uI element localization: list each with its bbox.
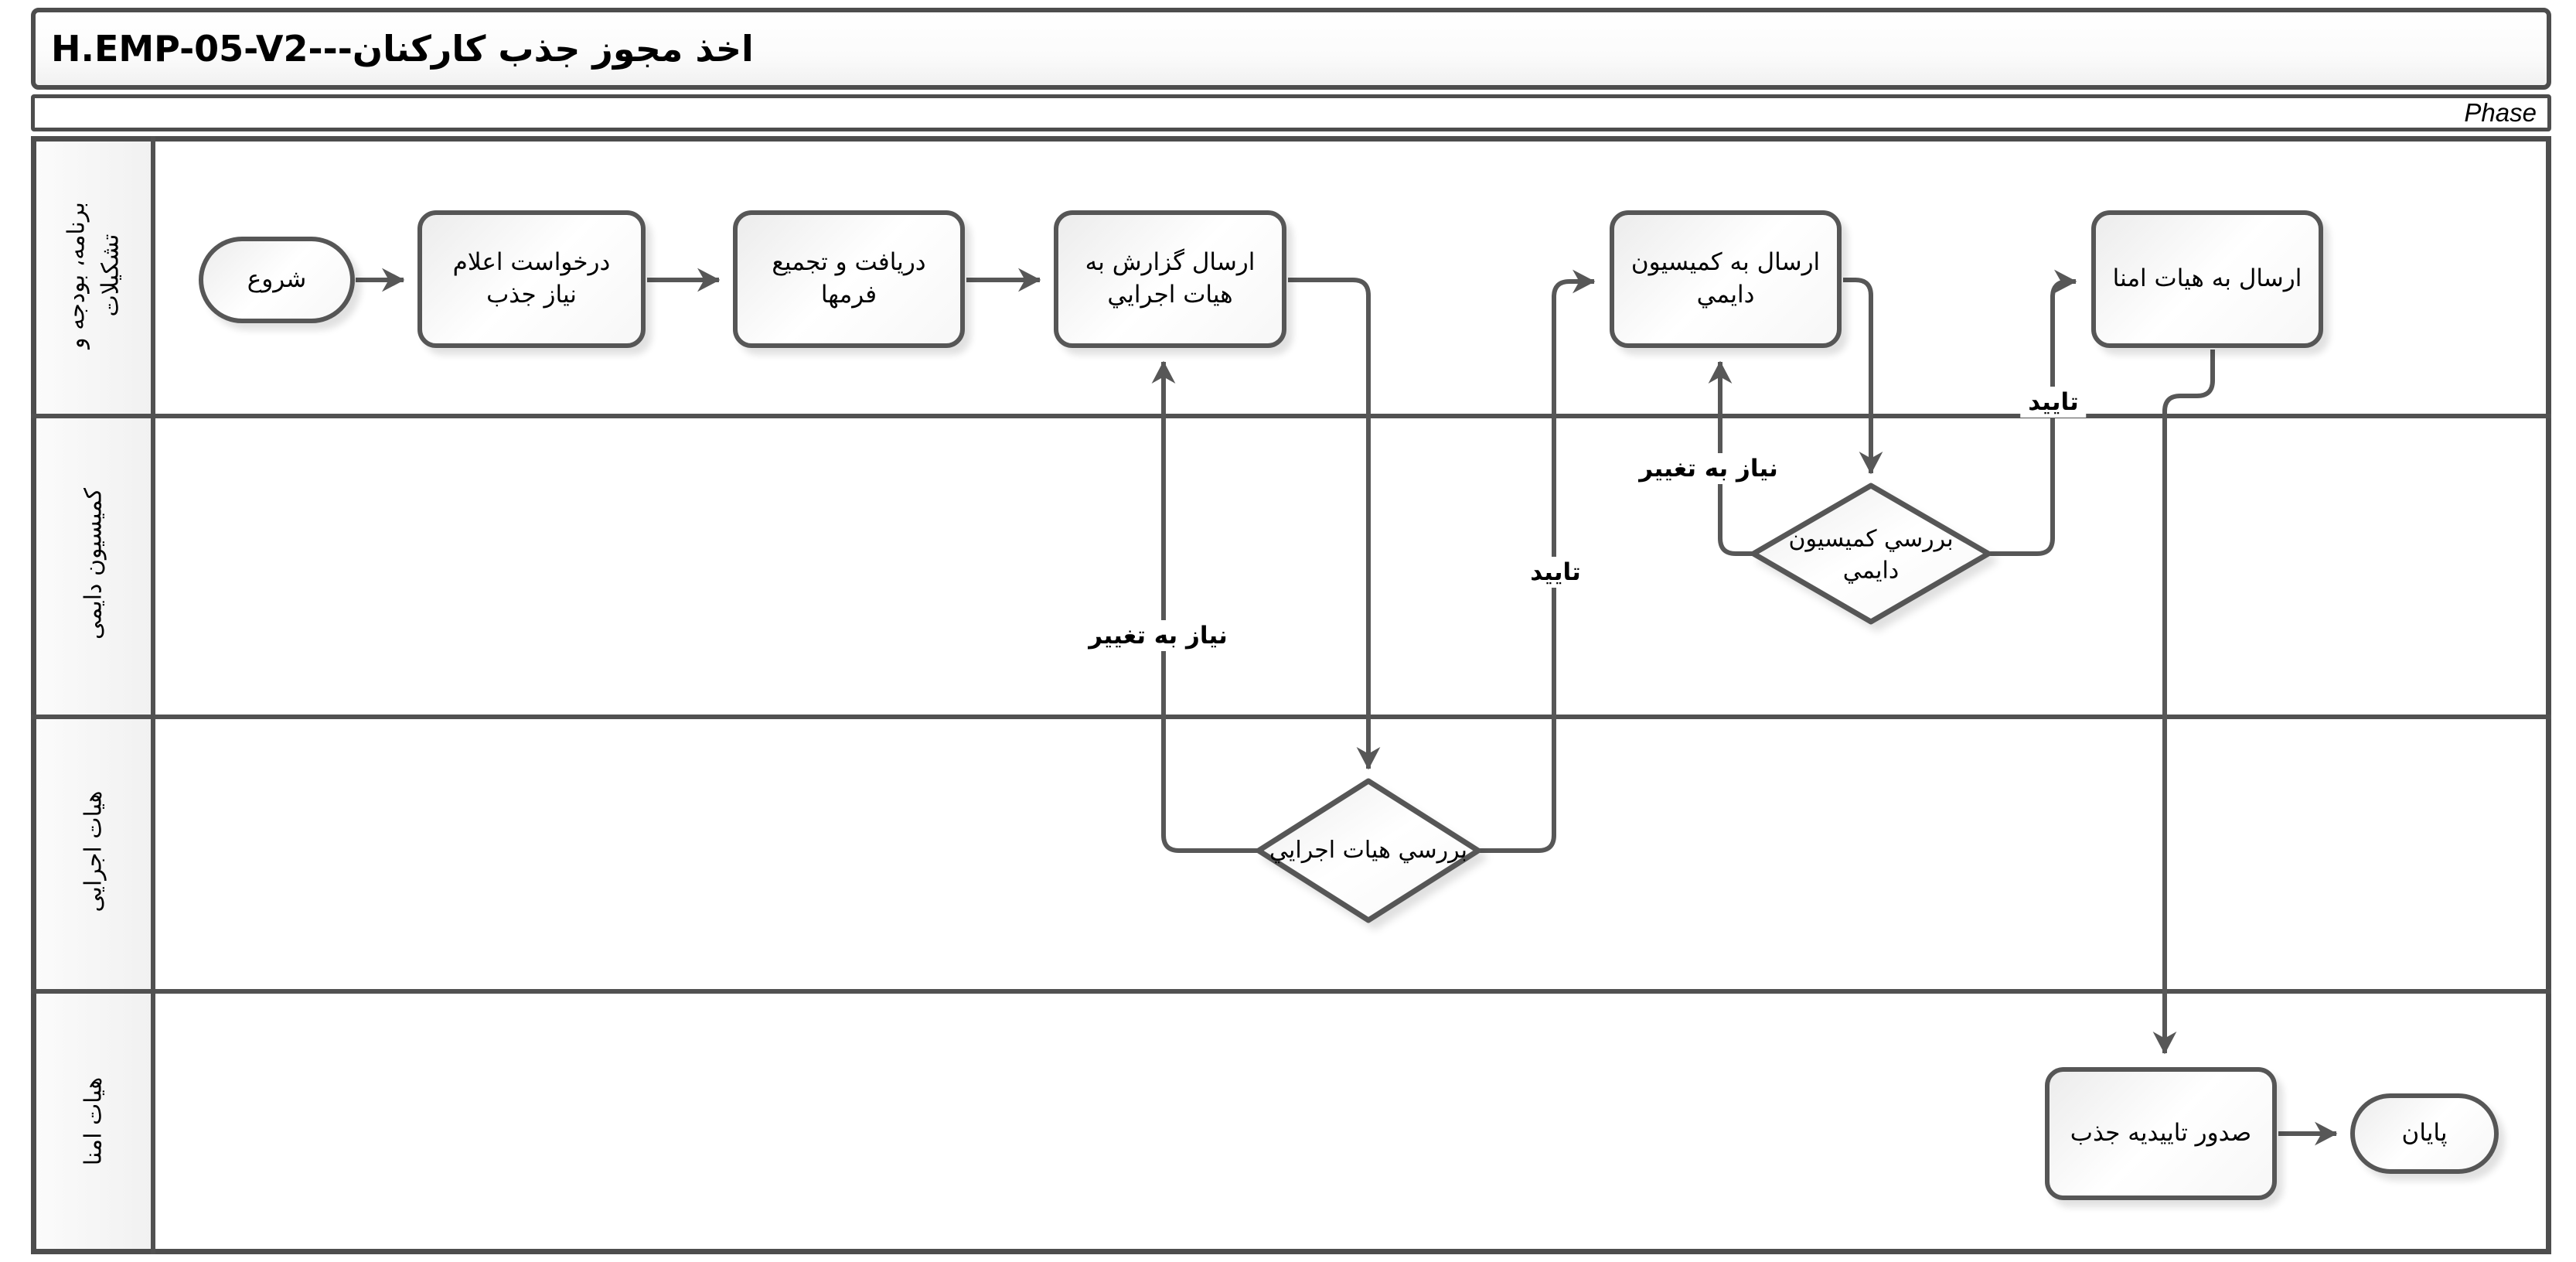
phase-bar: Phase (31, 94, 2551, 131)
lane-cell-permanent-commission (36, 418, 151, 715)
lane-cell-board-of-trustees (36, 994, 151, 1249)
process-title: اخذ مجوز جذب کارکنان---H.EMP-05-V2 (51, 28, 754, 70)
lane-label-permanent-commission: کمیسیون دایمی (80, 488, 107, 640)
end-node: پايان (2350, 1093, 2499, 1174)
task-collect-forms: دريافت و تجميع فرمها (733, 210, 965, 348)
phase-label: Phase (2464, 98, 2537, 127)
task-send-report-executive: ارسال گزارش به هيات اجرايي (1054, 210, 1286, 348)
edge-label-exec-change: نياز به تغيير (1081, 620, 1235, 651)
task-send-board-trustees: ارسال به هيات امنا (2091, 210, 2323, 348)
task-request-need: درخواست اعلام نياز جذب (417, 210, 646, 348)
lane-label-divider (151, 136, 155, 1254)
lane-separator-1 (31, 414, 2551, 418)
lane-separator-2 (31, 715, 2551, 719)
lane-cell-planning-budget (36, 142, 151, 414)
task-issue-recruitment-confirmation: صدور تاييديه جذب (2045, 1067, 2277, 1200)
lane-cell-executive-board (36, 719, 151, 989)
task-send-permanent-commission: ارسال به كميسيون دايمي (1610, 210, 1842, 348)
decision-executive-board-review-label: بررسي هيات اجرايي (1269, 836, 1467, 864)
lane-label-executive-board: هیات اجرایی (80, 790, 107, 912)
edge-label-exec-approve: تاييد (1522, 557, 1589, 588)
title-bar: اخذ مجوز جذب کارکنان---H.EMP-05-V2 (31, 8, 2551, 90)
start-node: شروع (199, 237, 355, 323)
lane-label-board-of-trustees: هیات امنا (80, 1076, 107, 1166)
decision-permanent-commission-review-label: بررسي كميسيون دايمي (1788, 525, 1954, 585)
lane-label-planning-budget: برنامه، بودجه و تشکیلات (63, 202, 124, 349)
edge-label-commission-change: نياز به تغيير (1631, 453, 1786, 484)
lane-separator-3 (31, 989, 2551, 994)
edge-label-commission-approve: تاييد (2020, 387, 2087, 418)
